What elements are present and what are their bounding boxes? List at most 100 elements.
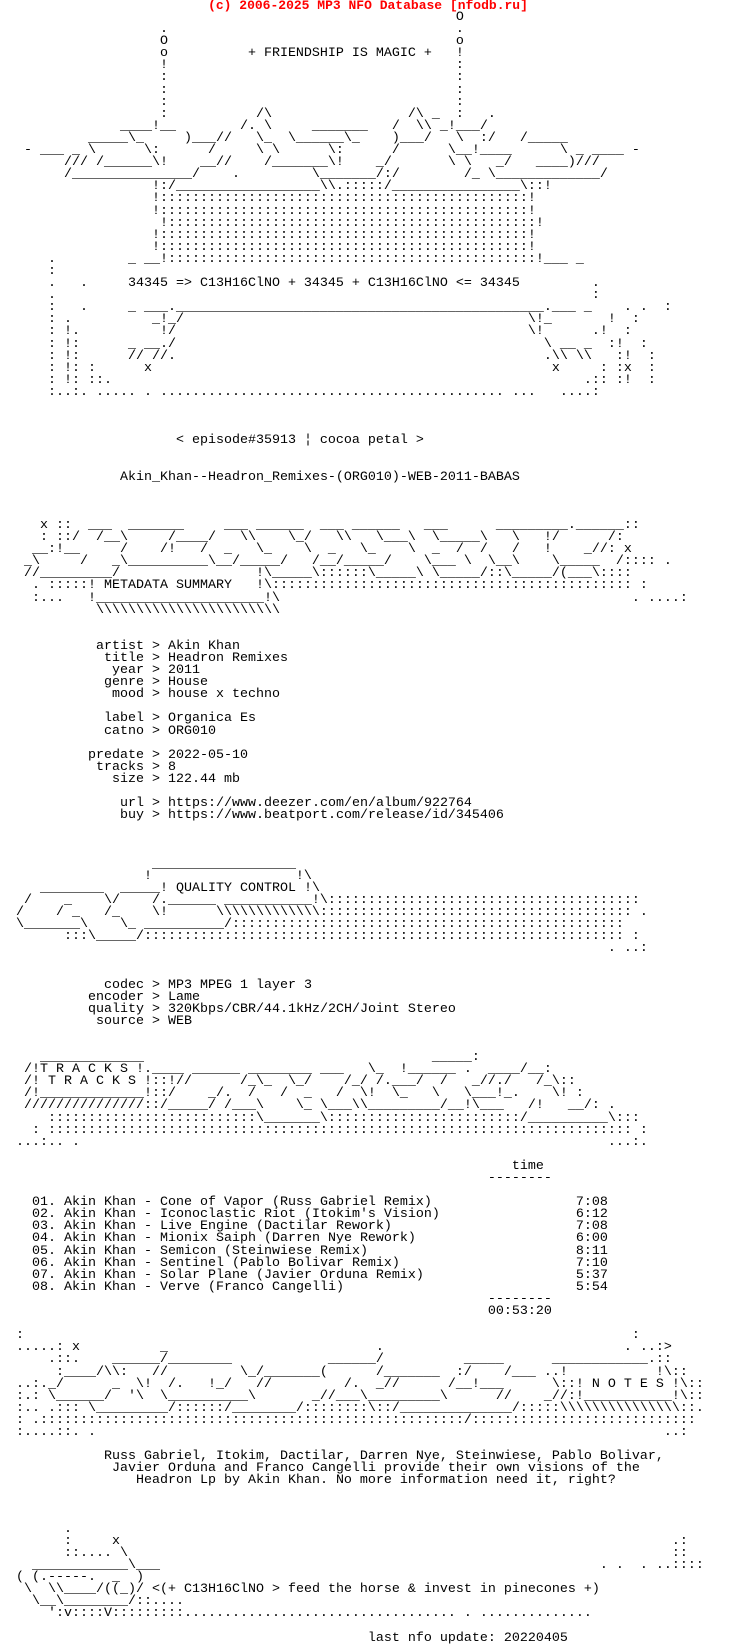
track-number: 08. <box>32 1279 56 1295</box>
track-artist: Akin Khan <box>64 1255 136 1271</box>
metadata-label-predate: predate <box>80 747 144 763</box>
footer-tagline: <(+ C13H16ClNO > feed the horse & invest… <box>151 1582 600 1598</box>
track-row[interactable]: 07. Akin Khan - Solar Plane (Javier Ordu… <box>32 1267 608 1283</box>
track-title: Sentinel (Pablo Bolivar Remix) <box>159 1255 400 1271</box>
track-row[interactable]: 06. Akin Khan - Sentinel (Pablo Bolivar … <box>32 1255 608 1271</box>
quality-value-source: WEB <box>167 1013 192 1029</box>
ascii-art-line: - ___ _ \ \: / \ \ \: / \__!____ \ _ ___… <box>16 143 640 159</box>
metadata-label-buy: buy <box>80 808 144 824</box>
track-row[interactable]: 03. Akin Khan - Live Engine (Dactilar Re… <box>32 1219 608 1235</box>
track-time: 8:11 <box>575 1243 608 1259</box>
metadata-label-title: title <box>80 650 144 666</box>
metadata-label-genre: genre <box>80 675 144 691</box>
track-title: Solar Plane (Javier Orduna Remix) <box>159 1267 424 1283</box>
ascii-art-line: ! : <box>16 58 464 74</box>
track-number: 04. <box>32 1231 56 1247</box>
ascii-art-line: : <box>16 263 56 279</box>
metadata-value-artist: Akin Khan <box>168 638 240 654</box>
track-number: 02. <box>32 1207 56 1223</box>
quality-label-source: source <box>72 1013 144 1029</box>
ascii-art-line: _____\_ )___// \_ \______\_ )___/ \ :/ /… <box>16 130 568 146</box>
track-row[interactable]: 01. Akin Khan - Cone of Vapor (Russ Gabr… <box>32 1195 608 1211</box>
episode-line: < episode#35913 ¦ cocoa petal > <box>175 433 424 449</box>
track-artist: Akin Khan <box>64 1195 136 1211</box>
ascii-art-line: !:/__________________\\.:::::/__________… <box>16 179 552 195</box>
metadata-label-mood: mood <box>80 687 144 703</box>
metadata-label-tracks: tracks <box>80 759 144 775</box>
last-update: last nfo update: 20220405 <box>367 1630 568 1646</box>
track-time: 5:37 <box>575 1267 608 1283</box>
track-number: 03. <box>32 1219 56 1235</box>
track-row[interactable]: 02. Akin Khan - Iconoclastic Riot (Itoki… <box>32 1207 608 1223</box>
metadata-label-year: year <box>80 663 144 679</box>
quality-section-title: QUALITY CONTROL <box>175 880 296 896</box>
quality-label-codec: codec <box>72 977 144 993</box>
ascii-art-line: : . _!_/ \!_ ! : <box>16 312 640 328</box>
track-title: Semicon (Steinwiese Remix) <box>159 1243 368 1259</box>
track-title: Live Engine (Dactilar Rework) <box>159 1219 392 1235</box>
metadata-value-label: Organica Es <box>168 711 256 727</box>
ascii-art-line: : /\ /\ _ : . <box>16 106 496 122</box>
track-artist: Akin Khan <box>64 1243 136 1259</box>
release-name: Akin_Khan--Headron_Remixes-(ORG010)-WEB-… <box>119 469 520 485</box>
metadata-value-catno: ORG010 <box>168 723 216 739</box>
ascii-art-line: : : <box>16 70 464 86</box>
metadata-label-catno: catno <box>80 723 144 739</box>
quality-label-encoder: encoder <box>72 989 144 1005</box>
notes-text-line: Javier Orduna and Franco Cangelli provid… <box>111 1461 640 1477</box>
buy-link[interactable]: https://www.beatport.com/release/id/3454… <box>168 808 504 824</box>
quality-value-encoder: Lame <box>167 989 200 1005</box>
ascii-art-line: : . _ ___.______________________________… <box>16 300 672 316</box>
ascii-art-line: !:::::::::::::::::::::::::::::::::::::::… <box>16 191 536 207</box>
track-row[interactable]: 05. Akin Khan - Semicon (Steinwiese Remi… <box>32 1243 608 1259</box>
track-title: Mionix Saiph (Darren Nye Rework) <box>159 1231 416 1247</box>
track-time: 7:08 <box>575 1219 608 1235</box>
metadata-value-size: 122.44 mb <box>168 771 240 787</box>
track-artist: Akin Khan <box>64 1231 136 1247</box>
track-row[interactable]: 04. Akin Khan - Mionix Saiph (Darren Nye… <box>32 1231 608 1247</box>
ascii-art-line: !:::::::::::::::::::::::::::::::::::::::… <box>16 239 536 255</box>
ascii-art-line: . : <box>16 288 600 304</box>
track-time: 6:00 <box>575 1231 608 1247</box>
notes-text-line: Headron Lp by Akin Khan. No more informa… <box>135 1473 616 1489</box>
track-time: 7:08 <box>575 1195 608 1211</box>
metadata-value-predate: 2022-05-10 <box>168 747 248 763</box>
metadata-value-title: Headron Remixes <box>168 650 288 666</box>
metadata-label-url: url <box>80 796 144 812</box>
ascii-art-line: : : <box>16 82 464 98</box>
track-time: 5:54 <box>575 1279 608 1295</box>
ascii-art-line: . . <box>16 22 464 38</box>
track-title: Iconoclastic Riot (Itokim's Vision) <box>159 1207 440 1223</box>
metadata-value-genre: House <box>168 675 208 691</box>
metadata-value-tracks: 8 <box>168 759 176 775</box>
notes-text-line: Russ Gabriel, Itokim, Dactilar, Darren N… <box>103 1449 664 1465</box>
track-title: Verve (Franco Cangelli) <box>159 1279 344 1295</box>
nfo-document: O . . O o o + FRIENDSHIP IS MAGIC + ! ! <box>16 10 704 1646</box>
ascii-art-line: ____!__ /. \ _______ / \\ _!___/ <box>16 118 488 134</box>
metadata-value-mood: house x techno <box>168 687 280 703</box>
time-column-header: time <box>511 1158 544 1174</box>
metadata-section-title: METADATA SUMMARY <box>103 578 232 594</box>
ascii-art-line: :..:. ..... . ..........................… <box>16 384 600 400</box>
track-time: 6:12 <box>575 1207 608 1223</box>
ascii-art-line: : : <box>16 94 464 110</box>
track-number: 06. <box>32 1255 56 1271</box>
track-artist: Akin Khan <box>64 1219 136 1235</box>
track-number: 01. <box>32 1195 56 1211</box>
tracks-section-title: T R A C K S <box>40 1062 128 1078</box>
notes-section-title: N O T E S <box>591 1376 664 1392</box>
quality-label-quality: quality <box>72 1001 144 1017</box>
url-link[interactable]: https://www.deezer.com/en/album/922764 <box>168 796 472 812</box>
metadata-label-artist: artist <box>80 638 144 654</box>
metadata-label-size: size <box>80 771 144 787</box>
track-title: Cone of Vapor (Russ Gabriel Remix) <box>159 1195 432 1211</box>
ascii-art-line: /// /______\! __// /_______\! _/ \ \ _/ … <box>16 155 600 171</box>
track-number: 05. <box>32 1243 56 1259</box>
formula-line: . . 34345 => C13H16ClNO + 34345 + C13H16… <box>16 276 600 292</box>
copyright-banner[interactable]: (c) 2006-2025 MP3 NFO Database [nfodb.ru… <box>208 0 528 13</box>
ascii-art-line: /_______________/ . \_______/:/ /_ \____… <box>16 167 608 183</box>
track-row[interactable]: 08. Akin Khan - Verve (Franco Cangelli) … <box>32 1279 608 1295</box>
track-artist: Akin Khan <box>64 1279 136 1295</box>
ascii-art-line: O o <box>16 34 464 50</box>
metadata-label-label: label <box>80 711 144 727</box>
